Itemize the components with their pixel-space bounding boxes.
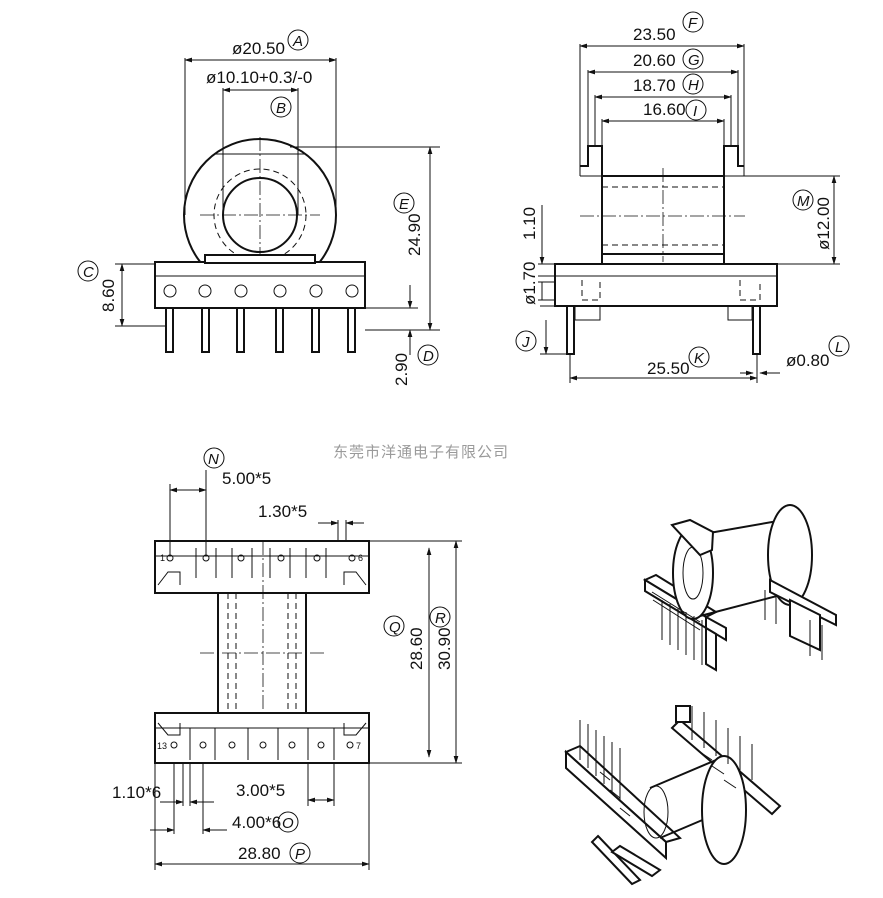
- side-view: 23.50 F 20.60 G 18.70 H 16.60 I ø12.00 M…: [515, 11, 850, 383]
- dim-b-label: ø10.10+0.3/-0: [206, 68, 312, 87]
- pin-number-1: 1: [160, 553, 165, 563]
- dim-300-label: 3.00*5: [236, 781, 285, 800]
- pin-number-13: 13: [157, 741, 167, 751]
- callout-n: N: [203, 447, 225, 469]
- callout-q: Q: [383, 615, 405, 637]
- dim-170-label: ø1.70: [520, 262, 539, 305]
- dim-l-label: ø0.80: [786, 351, 829, 370]
- isometric-view-bottom: [564, 705, 782, 886]
- svg-text:I: I: [693, 103, 697, 120]
- dim-r-label: 30.90: [435, 627, 454, 670]
- callout-l: L: [828, 335, 850, 357]
- callout-i: I: [685, 99, 707, 121]
- dim-p-label: 28.80: [238, 844, 281, 863]
- callout-f: F: [682, 11, 704, 33]
- bottom-view-bottom-pin-holes: [170, 741, 354, 749]
- svg-text:F: F: [688, 15, 698, 32]
- pin-number-7: 7: [356, 741, 361, 751]
- dim-n-label: 5.00*5: [222, 469, 271, 488]
- callout-g: G: [682, 48, 704, 70]
- callout-k: K: [688, 346, 710, 368]
- callout-h: H: [682, 73, 704, 95]
- svg-text:K: K: [694, 350, 705, 367]
- callout-j: J: [515, 330, 537, 352]
- dim-k-label: 25.50: [647, 359, 690, 378]
- company-watermark: 东莞市洋通电子有限公司: [333, 444, 509, 461]
- dim-pin110-label: 1.10*6: [112, 783, 161, 802]
- svg-text:P: P: [295, 846, 305, 863]
- dim-c-label: 8.60: [99, 279, 118, 312]
- svg-text:Q: Q: [389, 619, 401, 636]
- dim-d-label: 2.90: [392, 353, 411, 386]
- svg-text:M: M: [797, 193, 810, 210]
- isometric-view-top: [642, 504, 837, 672]
- dim-o-label: 4.00*6: [232, 813, 281, 832]
- svg-text:O: O: [282, 815, 294, 832]
- dim-130-label: 1.30*5: [258, 502, 307, 521]
- svg-text:L: L: [835, 339, 843, 356]
- svg-text:C: C: [83, 264, 94, 281]
- dim-i-label: 16.60: [643, 100, 686, 119]
- callout-a: A: [287, 29, 309, 51]
- dim-e-label: 24.90: [405, 213, 424, 256]
- svg-text:N: N: [208, 451, 219, 468]
- dim-f-label: 23.50: [633, 25, 676, 44]
- pin-number-6: 6: [358, 553, 363, 563]
- dim-q-label: 28.60: [407, 627, 426, 670]
- callout-r: R: [429, 606, 451, 628]
- svg-text:D: D: [423, 348, 434, 365]
- callout-p: P: [289, 842, 311, 864]
- front-pin-holes: [163, 284, 359, 298]
- front-pins: [165, 307, 356, 353]
- svg-text:E: E: [399, 196, 410, 213]
- svg-text:B: B: [276, 100, 286, 117]
- callout-m: M: [792, 189, 814, 211]
- svg-text:H: H: [688, 77, 699, 94]
- bottom-view: 1 6 13 7 5.00*5 N: [112, 447, 462, 870]
- front-view: ø20.50 A ø10.10+0.3/-0 B 24.90 E 8.60 C …: [77, 29, 440, 386]
- dim-110-label: 1.10: [520, 207, 539, 240]
- callout-b: B: [270, 96, 292, 118]
- svg-text:G: G: [688, 52, 700, 69]
- dim-a-label: ø20.50: [232, 39, 285, 58]
- callout-e: E: [393, 192, 415, 214]
- dim-h-label: 18.70: [633, 76, 676, 95]
- callout-o: O: [277, 811, 299, 833]
- callout-d: D: [417, 344, 439, 366]
- svg-text:R: R: [435, 610, 446, 627]
- dim-m-label: ø12.00: [814, 197, 833, 250]
- svg-text:J: J: [521, 334, 530, 351]
- dim-g-label: 20.60: [633, 51, 676, 70]
- svg-text:A: A: [292, 33, 303, 50]
- callout-c: C: [77, 260, 99, 282]
